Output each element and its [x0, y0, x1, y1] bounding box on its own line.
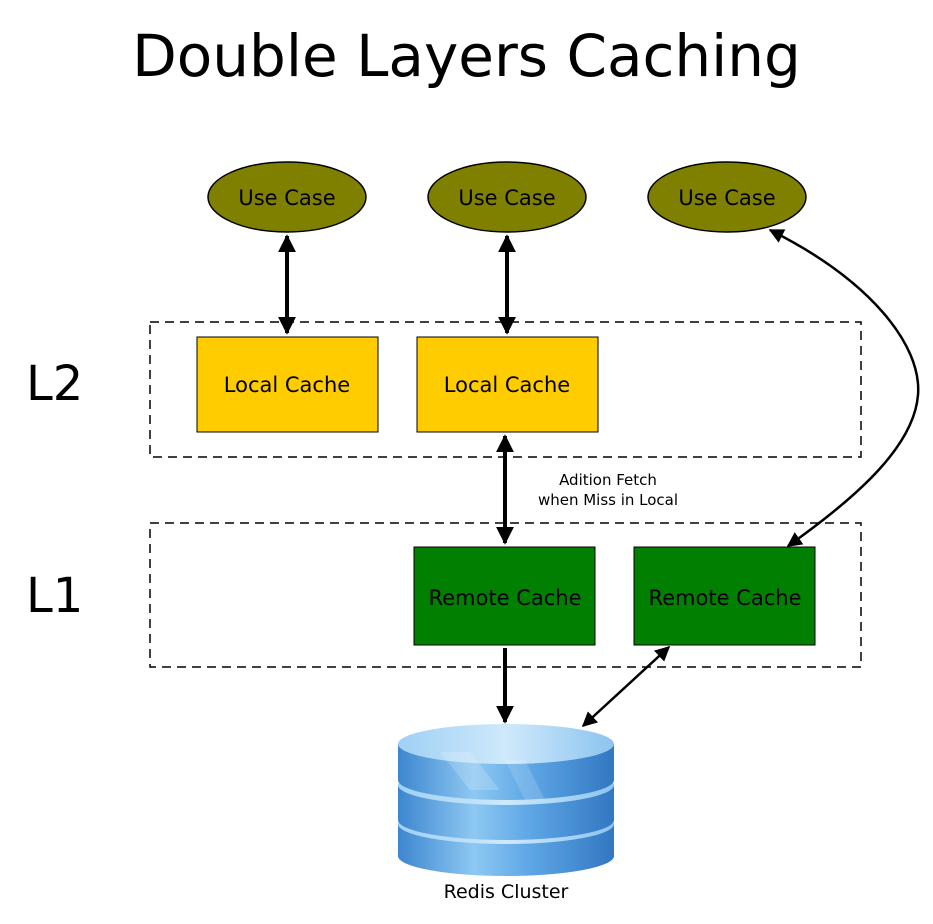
- use-case-label-2: Use Case: [458, 186, 555, 210]
- remote-cache-label-2: Remote Cache: [648, 586, 801, 610]
- layer-label-l2: L2: [26, 356, 84, 412]
- use-case-node-1: Use Case: [207, 161, 367, 233]
- annotation-line-1: Adition Fetch: [559, 471, 657, 489]
- use-case-node-2: Use Case: [427, 161, 587, 233]
- annotation-line-2: when Miss in Local: [538, 491, 678, 509]
- diagram-title: Double Layers Caching: [132, 22, 801, 90]
- use-case-label-1: Use Case: [238, 186, 335, 210]
- use-case-node-3: Use Case: [647, 161, 807, 233]
- remote-cache-label-1: Remote Cache: [428, 586, 581, 610]
- local-cache-node-2: Local Cache: [416, 336, 599, 433]
- use-case-label-3: Use Case: [678, 186, 775, 210]
- arrow-redis-remotecache2: [581, 645, 671, 728]
- remote-cache-node-2: Remote Cache: [633, 546, 816, 646]
- database-label: Redis Cluster: [444, 881, 569, 903]
- l1-layer-box: [149, 522, 862, 668]
- arrow-usecase3-remotecache2: [768, 228, 920, 548]
- local-cache-node-1: Local Cache: [196, 336, 379, 433]
- local-cache-label-2: Local Cache: [444, 373, 570, 397]
- remote-cache-node-1: Remote Cache: [413, 546, 596, 646]
- local-cache-label-1: Local Cache: [224, 373, 350, 397]
- layer-label-l1: L1: [26, 568, 84, 624]
- database-icon: [398, 724, 614, 876]
